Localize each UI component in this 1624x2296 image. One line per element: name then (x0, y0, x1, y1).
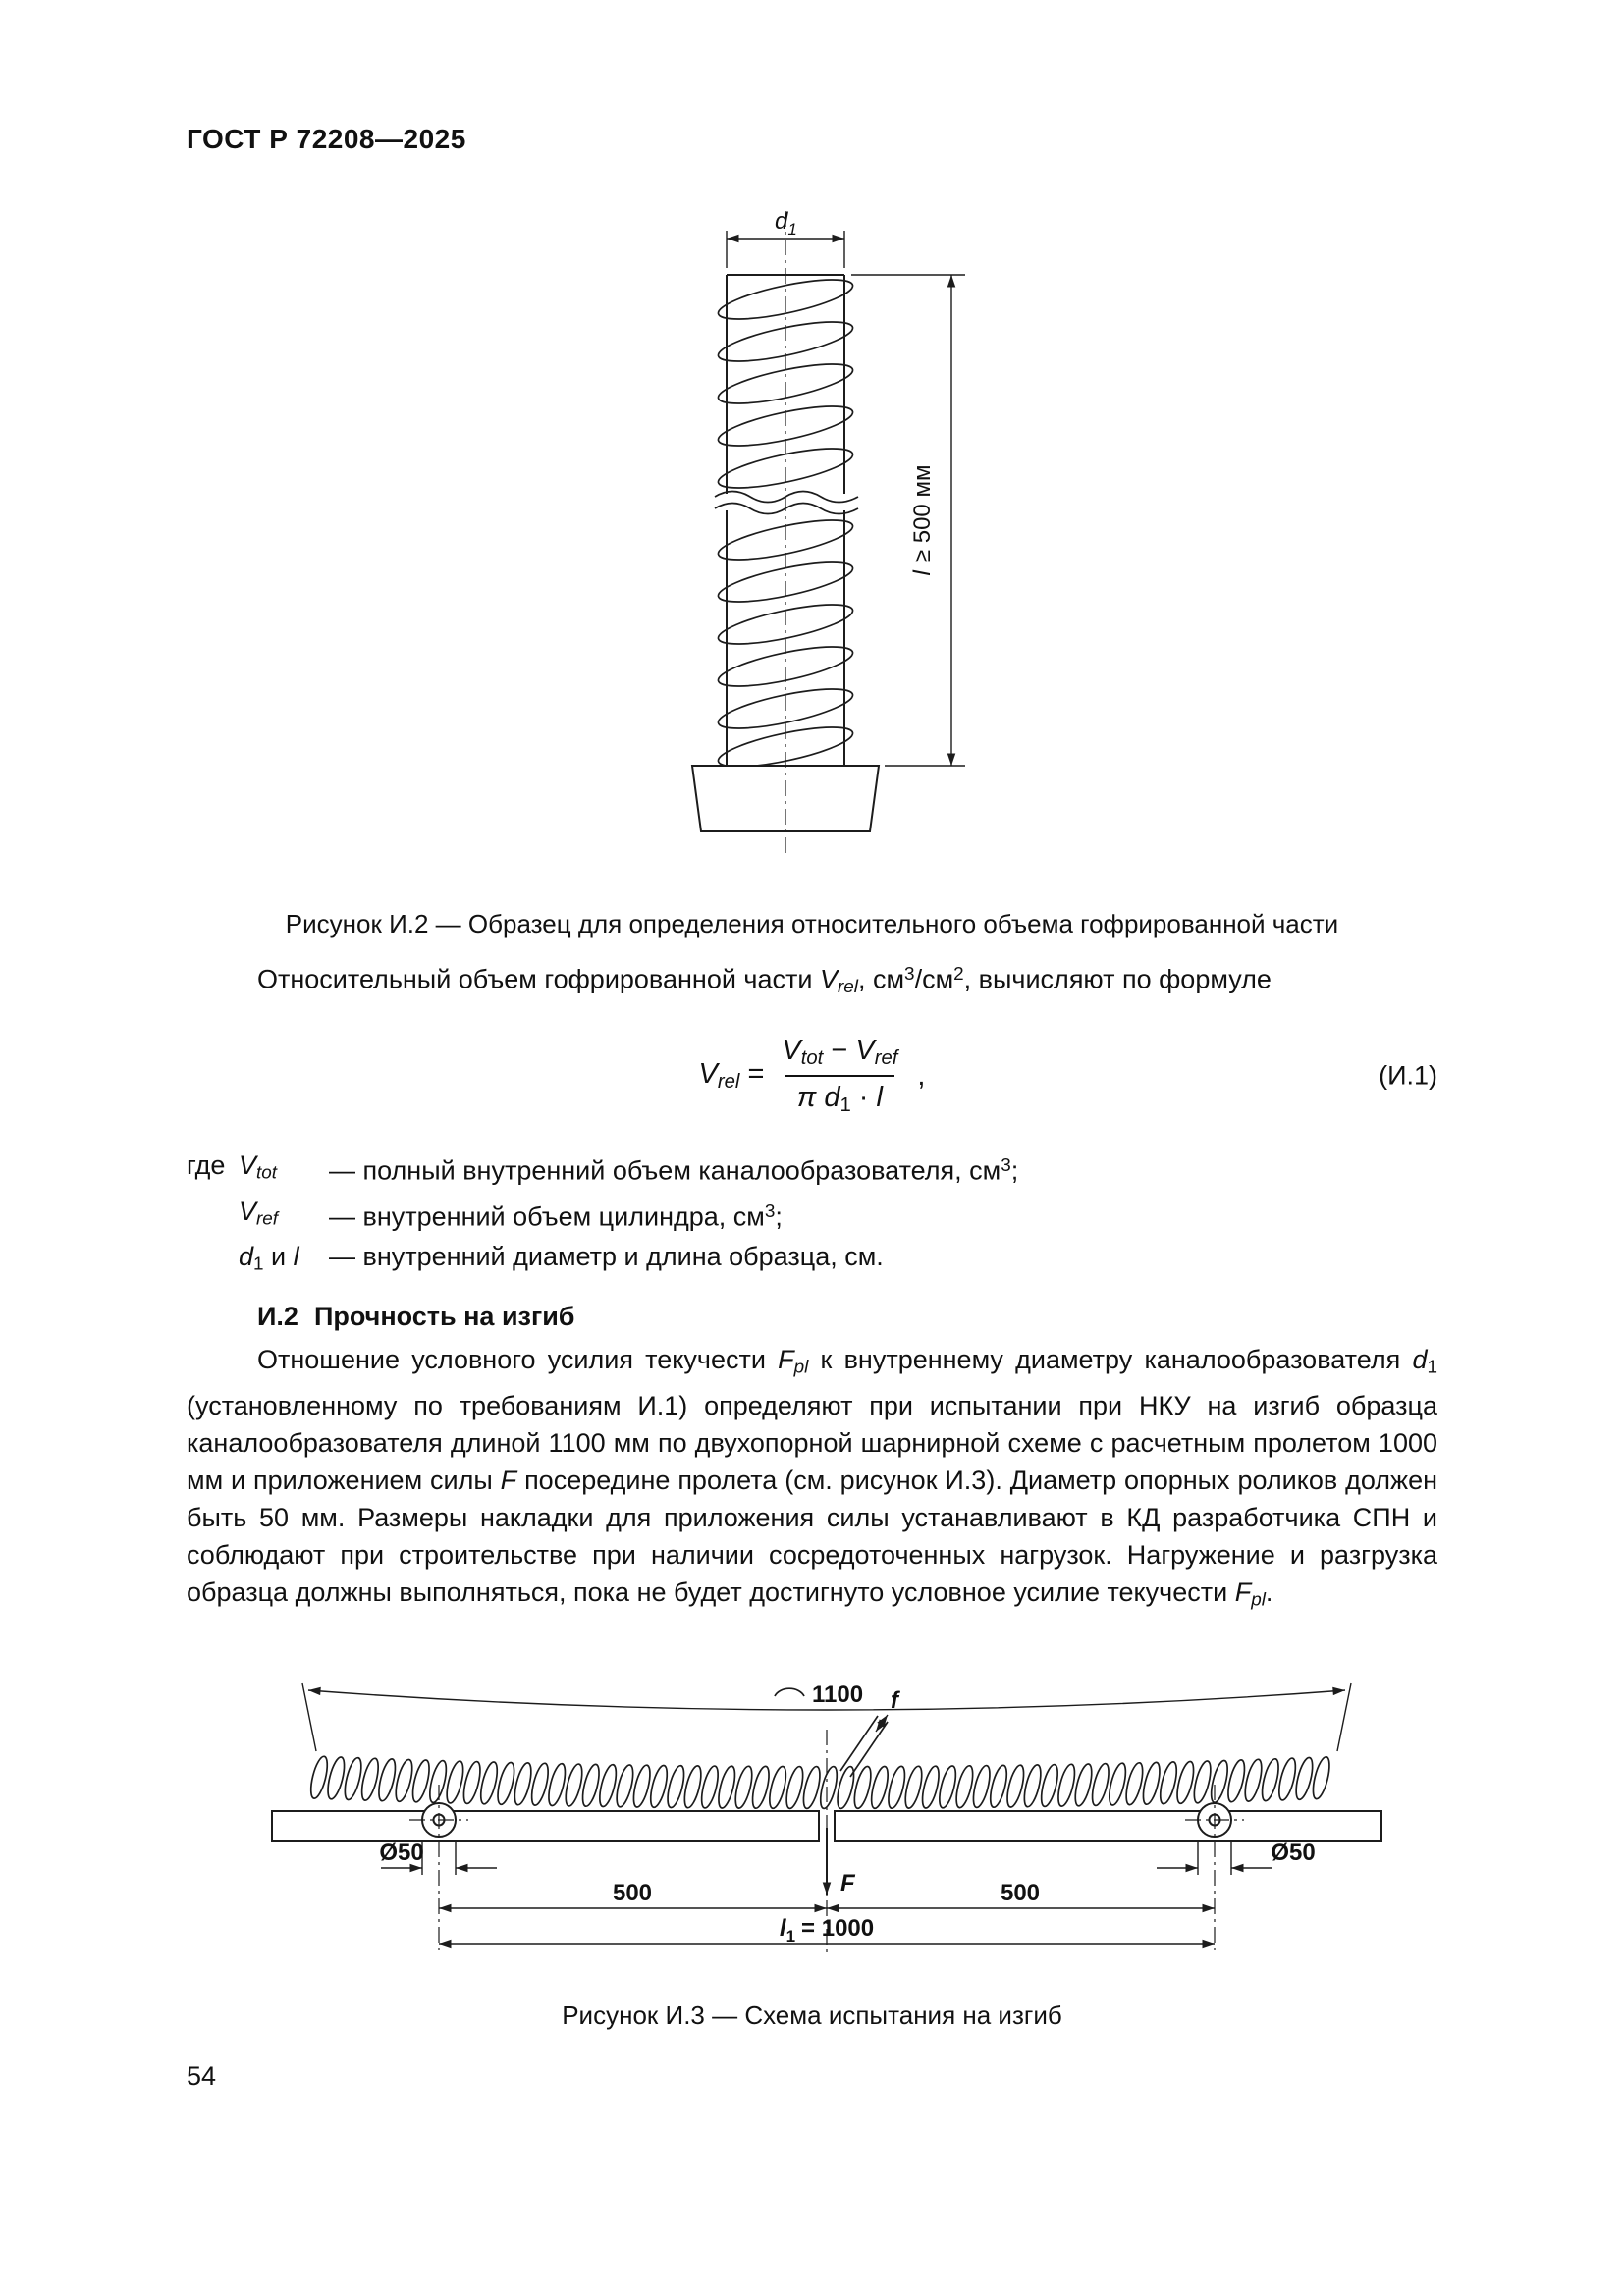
figure-i2-drawing: d1 l≥ 500 мм (690, 208, 965, 857)
where-term: d1 и l (239, 1242, 299, 1276)
dia-dimension-left: Ø50 (379, 1840, 497, 1875)
svg-text:l≥ 500 мм: l≥ 500 мм (909, 465, 936, 576)
where-definition: — внутренний диаметр и длина образца, см… (329, 1242, 884, 1272)
deflection-detail: f (839, 1687, 900, 1778)
svg-text:500: 500 (613, 1880, 652, 1906)
spiral-ribs (717, 279, 854, 768)
where-row: d1 и l — внутренний диаметр и длина обра… (187, 1238, 1018, 1284)
figure-i2-caption: Рисунок И.2 — Образец для определения от… (285, 909, 1339, 938)
where-row: где Vtot — полный внутренний объем канал… (187, 1147, 1018, 1193)
page-number: 54 (187, 2061, 217, 2091)
svg-text:1100: 1100 (812, 1682, 863, 1708)
where-prefix: где (187, 1150, 226, 1180)
where-term: Vtot (239, 1150, 278, 1184)
svg-text:F: F (840, 1870, 856, 1896)
dia-dimension-right: Ø50 (1157, 1840, 1316, 1875)
force-arrow: F (822, 1828, 856, 1896)
figure-i3: 1100 f F Ø50 (203, 1582, 1421, 1980)
svg-text:d1: d1 (775, 208, 797, 239)
formula-i1: Vrel = Vtot − Vref π d1 · l , (И.1) (187, 1021, 1437, 1131)
where-term: Vref (239, 1196, 279, 1230)
formula-fraction: Vtot − Vref π d1 · l (770, 1035, 909, 1117)
section-paragraph: Отношение условного усилия текучести Fpl… (187, 1345, 1438, 1611)
formula-numerator: Vtot − Vref (782, 1034, 898, 1069)
total-dimension: l1= 1000 (439, 1915, 1215, 1949)
document-header: ГОСТ Р 72208—2025 (187, 124, 466, 154)
span-dimension: 1100 (301, 1682, 1352, 1752)
corrugated-specimen (309, 1755, 1330, 1810)
where-row: Vref — внутренний объем цилиндра, см3; (187, 1193, 1018, 1239)
support-bar (271, 1810, 1382, 1842)
section-heading: И.2 Прочность на изгиб (257, 1302, 574, 1332)
base-plate (690, 765, 881, 832)
figure-i3-caption: Рисунок И.3 — Схема испытания на изгиб (562, 2001, 1062, 2030)
formula-lhs: Vrel = (698, 1057, 765, 1094)
figure-i3-drawing: 1100 f F Ø50 (271, 1682, 1382, 1953)
where-definition: — полный внутренний объем каналообразова… (329, 1155, 1019, 1186)
where-definition: — внутренний объем цилиндра, см3; (329, 1201, 783, 1232)
section-number: И.2 (257, 1302, 298, 1331)
formula-intro-text: Относительный объем гофрированной части … (257, 964, 1272, 998)
svg-text:500: 500 (1001, 1880, 1040, 1906)
section-title: Прочность на изгиб (313, 1302, 575, 1331)
corrugated-tube (714, 274, 860, 768)
figure-i2: d1 l≥ 500 мм (535, 201, 1085, 893)
formula-comma: , (917, 1059, 926, 1092)
dimension-length: l≥ 500 мм (851, 274, 965, 767)
formula-denominator: π d1 · l (785, 1075, 894, 1117)
svg-text:Ø50: Ø50 (1271, 1840, 1315, 1866)
svg-text:Ø50: Ø50 (379, 1840, 423, 1866)
svg-text:l1= 1000: l1= 1000 (780, 1915, 874, 1946)
dimension-d1: d1 (726, 208, 845, 268)
where-list: где Vtot — полный внутренний объем канал… (187, 1147, 1018, 1284)
svg-text:f: f (891, 1687, 900, 1714)
segment-dimensions: 500 500 (439, 1880, 1215, 1913)
formula-number: (И.1) (1379, 1060, 1437, 1091)
